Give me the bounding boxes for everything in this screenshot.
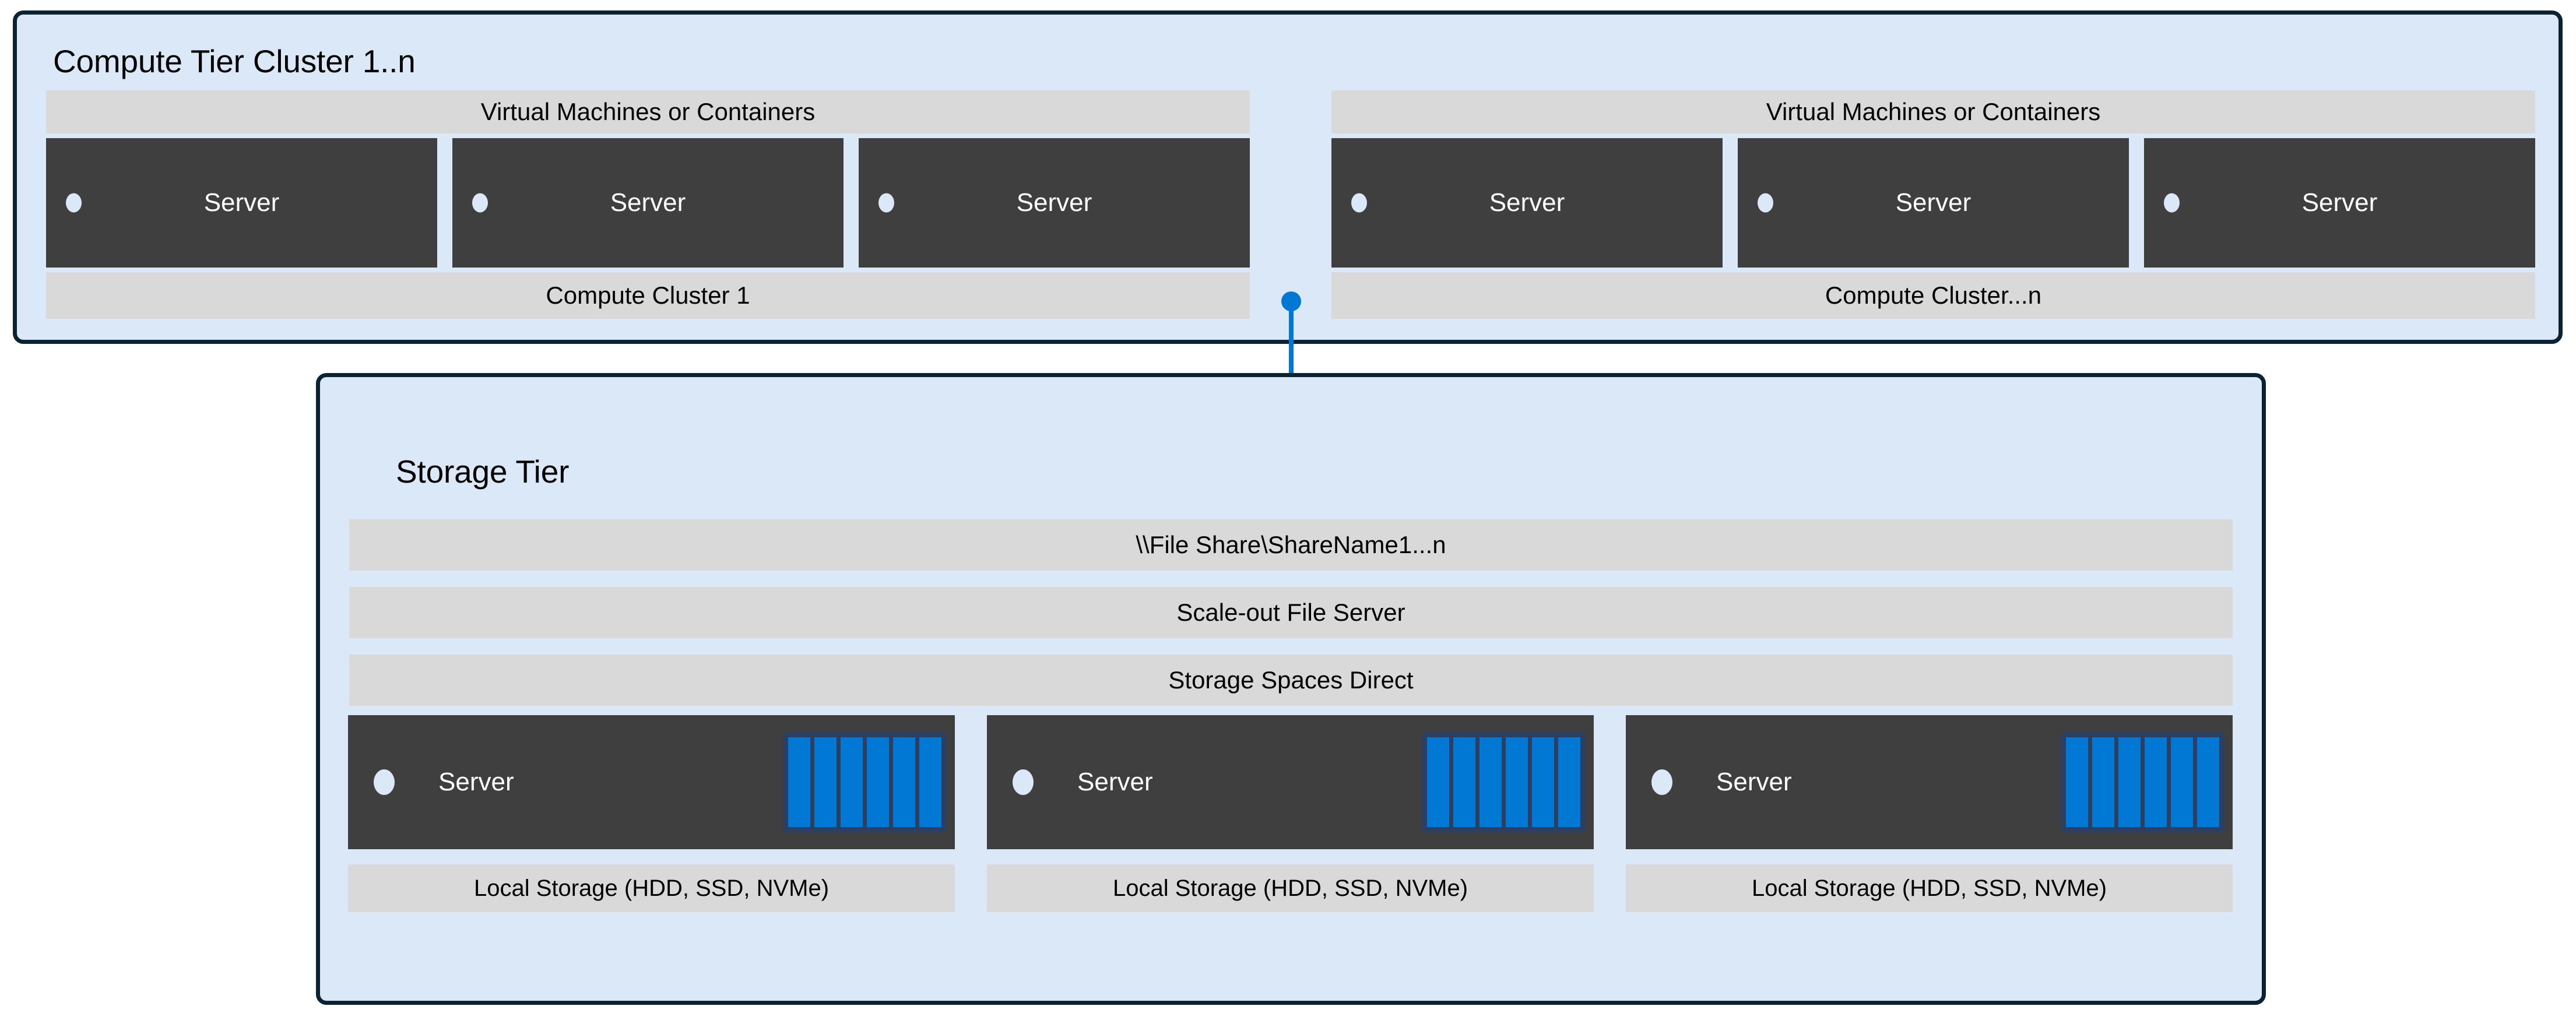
storage-server-card[interactable]: Server — [1626, 715, 2233, 849]
cluster-n-footer-band: Compute Cluster...n — [1331, 272, 2535, 319]
disk-icon — [2145, 737, 2167, 827]
compute-server-card[interactable]: Server — [452, 138, 844, 268]
status-led-icon — [1351, 193, 1367, 213]
disk-array-icon — [2061, 732, 2224, 832]
disk-icon — [1558, 737, 1580, 827]
storage-server-label: Server — [438, 768, 514, 796]
local-storage-label: Local Storage (HDD, SSD, NVMe) — [1626, 864, 2233, 912]
disk-icon — [1532, 737, 1554, 827]
disk-icon — [893, 737, 915, 827]
cluster-n-server-row: Server Server Server — [1331, 138, 2535, 268]
compute-tier-title: Compute Tier Cluster 1..n — [53, 43, 416, 79]
compute-tier-panel: Compute Tier Cluster 1..n Virtual Machin… — [13, 10, 2563, 344]
storage-server-card[interactable]: Server — [987, 715, 1594, 849]
disk-icon — [867, 737, 889, 827]
compute-server-card[interactable]: Server — [2144, 138, 2535, 268]
status-led-icon — [1758, 193, 1773, 213]
disk-icon — [1453, 737, 1475, 827]
status-led-icon — [374, 769, 395, 795]
compute-server-card[interactable]: Server — [1738, 138, 2129, 268]
disk-icon — [919, 737, 941, 827]
disk-icon — [814, 737, 837, 827]
local-storage-label: Local Storage (HDD, SSD, NVMe) — [987, 864, 1594, 912]
disk-icon — [1427, 737, 1449, 827]
status-led-icon — [66, 193, 82, 213]
status-led-icon — [472, 193, 488, 213]
storage-spaces-direct-band: Storage Spaces Direct — [349, 655, 2233, 706]
disk-icon — [2171, 737, 2193, 827]
storage-node-row: Server Local Storage (HDD, SSD, NVMe) — [348, 715, 2233, 925]
disk-icon — [2092, 737, 2114, 827]
compute-server-label: Server — [203, 188, 280, 217]
disk-array-icon — [1422, 732, 1586, 832]
file-share-band: \\File Share\ShareName1...n — [349, 519, 2233, 571]
compute-server-label: Server — [1016, 188, 1092, 217]
compute-server-label: Server — [1895, 188, 1971, 217]
cluster-n-header-band: Virtual Machines or Containers — [1331, 90, 2535, 133]
compute-server-card[interactable]: Server — [1331, 138, 1723, 268]
compute-server-card[interactable]: Server — [46, 138, 437, 268]
disk-icon — [788, 737, 810, 827]
status-led-icon — [2164, 193, 2180, 213]
storage-server-label: Server — [1716, 768, 1792, 796]
scale-out-file-server-band: Scale-out File Server — [349, 587, 2233, 638]
disk-icon — [1479, 737, 1502, 827]
local-storage-label: Local Storage (HDD, SSD, NVMe) — [348, 864, 955, 912]
storage-tier-title: Storage Tier — [396, 453, 570, 490]
disk-array-icon — [783, 732, 947, 832]
status-led-icon — [1013, 769, 1034, 795]
compute-server-label: Server — [610, 188, 686, 217]
storage-node: Server Local Storage (HDD, SSD, NVMe) — [987, 715, 1594, 925]
storage-server-card[interactable]: Server — [348, 715, 955, 849]
disk-icon — [2066, 737, 2088, 827]
disk-icon — [2118, 737, 2141, 827]
compute-cluster-1: Virtual Machines or Containers Server Se… — [46, 90, 1250, 319]
status-led-icon — [1651, 769, 1672, 795]
compute-server-card[interactable]: Server — [859, 138, 1250, 268]
compute-cluster-n: Virtual Machines or Containers Server Se… — [1331, 90, 2535, 319]
disk-icon — [2197, 737, 2219, 827]
disk-icon — [841, 737, 863, 827]
storage-node: Server Local Storage (HDD, SSD, NVMe) — [348, 715, 955, 925]
compute-server-label: Server — [2301, 188, 2378, 217]
connector-line — [1289, 296, 1294, 413]
storage-node: Server Local Storage (HDD, SSD, NVMe) — [1626, 715, 2233, 925]
storage-server-label: Server — [1077, 768, 1153, 796]
compute-server-label: Server — [1489, 188, 1565, 217]
disk-icon — [1506, 737, 1528, 827]
status-led-icon — [878, 193, 894, 213]
cluster-1-footer-band: Compute Cluster 1 — [46, 272, 1250, 319]
cluster-1-header-band: Virtual Machines or Containers — [46, 90, 1250, 133]
cluster-1-server-row: Server Server Server — [46, 138, 1250, 268]
storage-tier-panel: Storage Tier \\File Share\ShareName1...n… — [316, 373, 2266, 1005]
